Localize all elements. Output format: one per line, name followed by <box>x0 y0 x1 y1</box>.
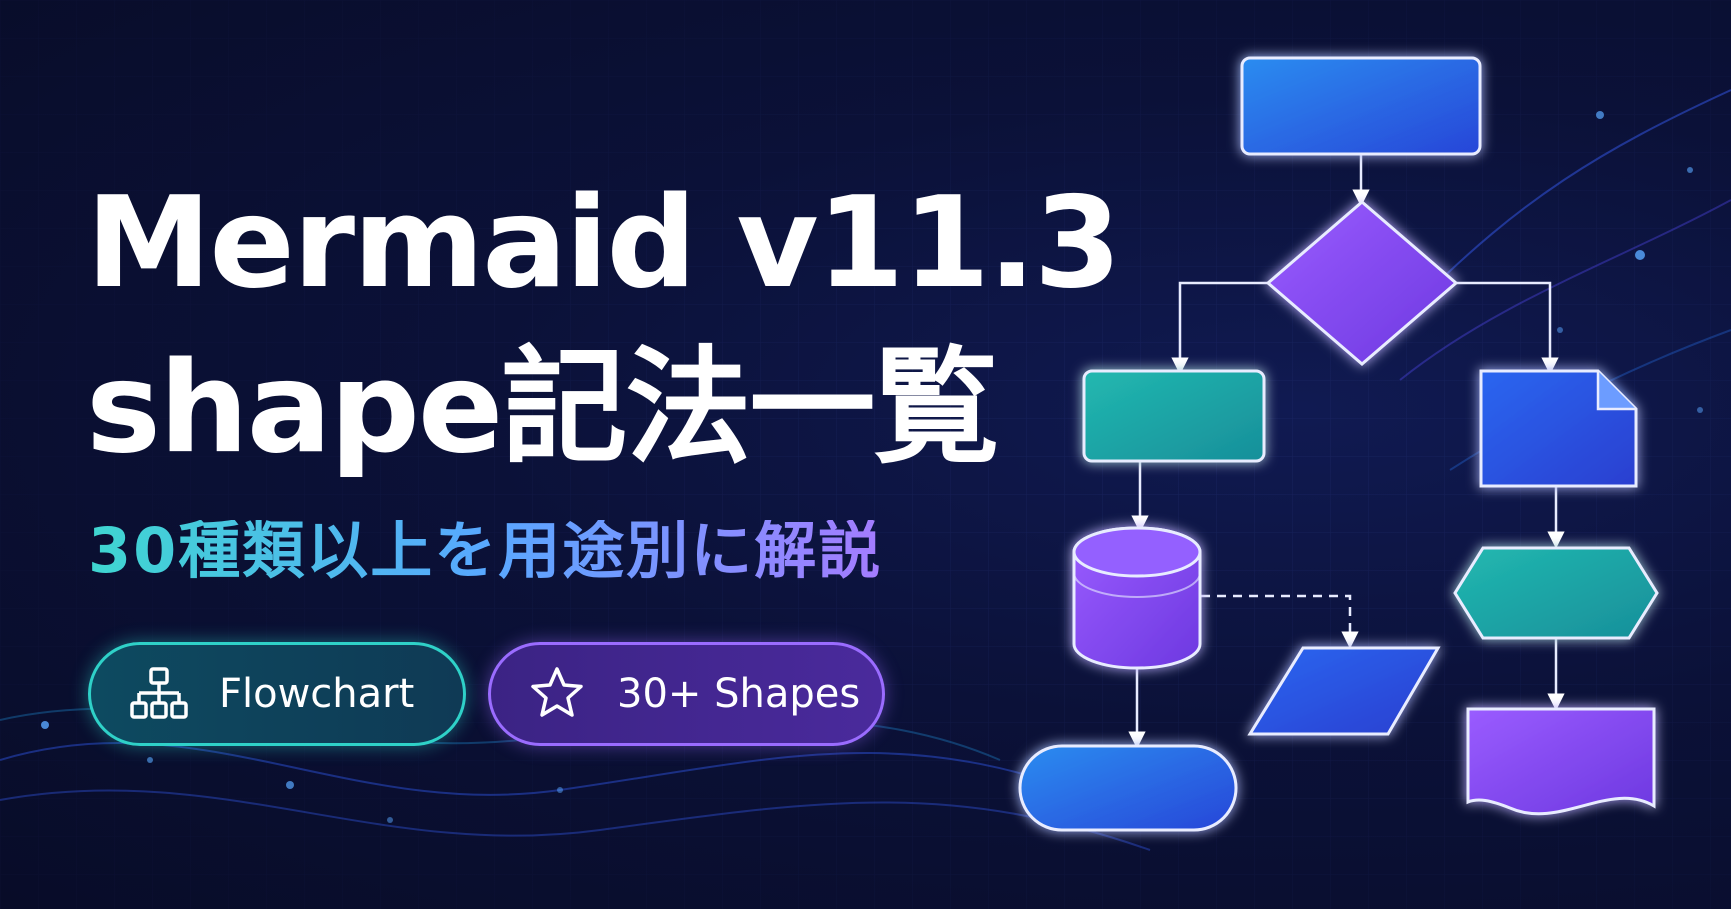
connector <box>1456 281 1559 375</box>
parallelogram-shape <box>1247 646 1441 736</box>
wave-line <box>1419 89 1731 301</box>
document-fold <box>1596 371 1636 411</box>
wavy-document-shape <box>1466 707 1656 816</box>
star-icon <box>531 667 583 717</box>
stadium-shape <box>1018 744 1238 832</box>
page-title-line-2: shape記法一覧 <box>86 334 999 481</box>
subtitle: 30種類以上を用途別に解説 <box>88 514 883 587</box>
cylinder-band <box>1073 572 1201 598</box>
wave-line <box>1399 199 1731 381</box>
dashed-connector <box>1201 594 1359 649</box>
cylinder-top <box>1072 526 1202 578</box>
connector <box>1171 281 1268 375</box>
page-title-line-1: Mermaid v11.3 <box>86 169 1122 316</box>
decision-diamond-shape <box>1265 200 1459 366</box>
shapes-badge-label: 30+ Shapes <box>617 671 861 717</box>
process-rectangle-shape <box>1240 56 1482 156</box>
flowchart-badge-label: Flowchart <box>219 671 415 717</box>
wave-line <box>0 789 1151 851</box>
hexagon-shape <box>1453 546 1659 640</box>
flowchart-icon <box>130 667 188 719</box>
shapes-badge: 30+ Shapes <box>488 642 885 746</box>
teal-rectangle-shape <box>1082 369 1266 463</box>
flowchart-badge: Flowchart <box>88 642 466 746</box>
